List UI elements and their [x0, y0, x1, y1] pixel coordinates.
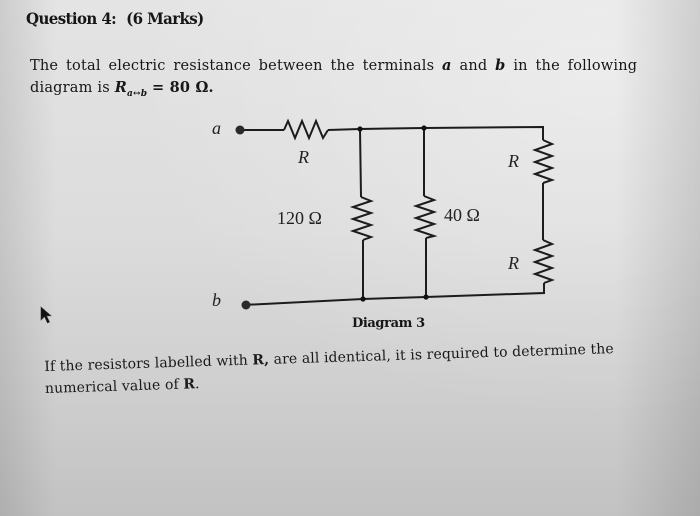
- terminal-b-label: b: [212, 290, 221, 310]
- terminal-a-ref: a: [442, 57, 452, 74]
- r-bold-ref: R,: [252, 351, 270, 369]
- diagram-caption: Diagram 3: [352, 316, 425, 331]
- text-span: and: [459, 58, 488, 74]
- problem-line-2: diagram is Ra↔b = 80 Ω.: [30, 77, 670, 105]
- resistor-right-top-label: R: [508, 151, 519, 171]
- resistor-120-label: 120 Ω: [277, 208, 322, 228]
- mouse-cursor-icon: [40, 306, 52, 324]
- resistor-40-label: 40 Ω: [444, 205, 480, 225]
- r-letter: R: [114, 79, 127, 96]
- question-marks: (6 Marks): [126, 9, 204, 29]
- question-heading: Question 4: (6 Marks): [26, 10, 204, 29]
- resistance-value: = 80 Ω.: [152, 79, 214, 96]
- text-span: The total electric resistance between th…: [30, 58, 435, 74]
- resistor-right-bottom-label: R: [508, 253, 519, 273]
- junction-dot-icon: [421, 125, 427, 131]
- junction-dot-icon: [360, 296, 366, 302]
- wire-bottom: [242, 283, 545, 306]
- wire-120-top: [359, 128, 362, 198]
- resistor-series-r-icon: [283, 118, 329, 141]
- resistor-right-bottom-icon: [531, 239, 556, 284]
- r-bold-ref: R: [183, 376, 196, 393]
- problem-line-1: The total electric resistance between th…: [30, 55, 670, 77]
- resistor-right-top-icon: [531, 139, 556, 184]
- text-span: diagram is: [30, 80, 110, 96]
- text-span: in the following: [513, 58, 638, 74]
- resistance-symbol: Ra↔b: [114, 79, 148, 99]
- resistor-series-label: R: [298, 147, 309, 167]
- question-number: Question 4:: [26, 9, 117, 29]
- terminal-a-dot-icon: [235, 125, 245, 135]
- problem-statement: The total electric resistance between th…: [30, 55, 670, 105]
- terminal-b-dot-icon: [241, 300, 251, 310]
- terminal-a-label: a: [212, 118, 221, 138]
- resistor-120-icon: [349, 196, 375, 241]
- text-span: .: [194, 376, 200, 393]
- terminal-b-ref: b: [495, 57, 506, 74]
- text-span: numerical value of: [44, 376, 180, 397]
- junction-dot-icon: [423, 294, 429, 300]
- resistor-40-icon: [412, 195, 438, 239]
- r-subscript: a↔b: [126, 88, 148, 99]
- text-span: If the resistors labelled with: [44, 352, 249, 375]
- junction-dot-icon: [357, 126, 363, 132]
